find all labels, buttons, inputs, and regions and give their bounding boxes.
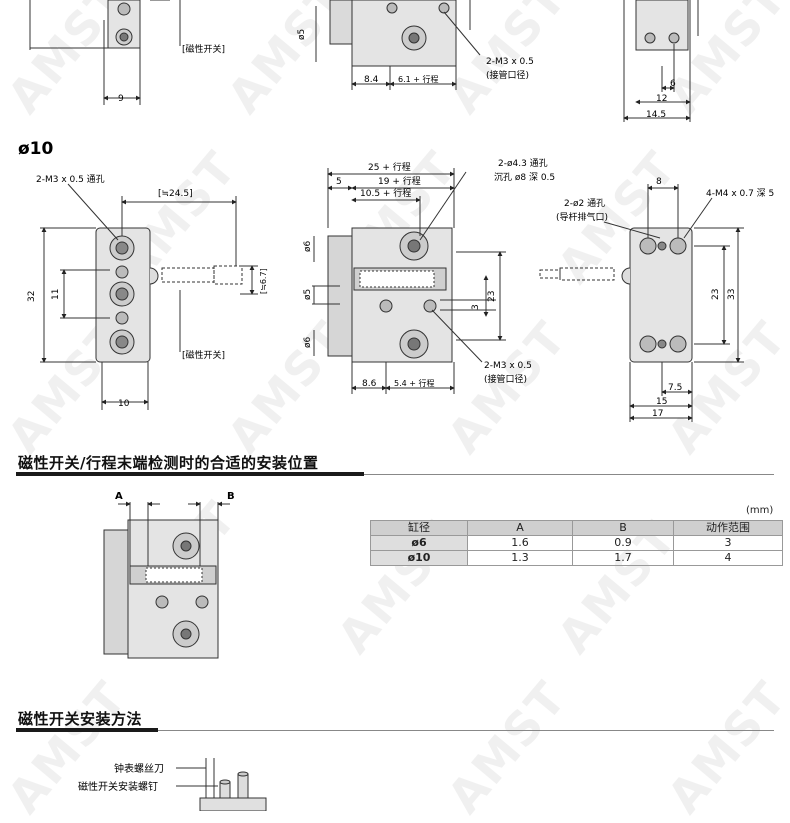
dim-19: 19 + 行程 [378, 175, 421, 187]
port-sub-label: (接管口径) [486, 69, 529, 81]
magnet-switch-label-2: [磁性开关] [182, 349, 225, 361]
dim-33: 33 [727, 289, 737, 300]
th-range: 动作范围 [673, 520, 783, 536]
section-rule [16, 472, 364, 476]
cell: ø10 [370, 550, 468, 566]
section-rule [16, 728, 158, 732]
table-row: ø10 1.3 1.7 4 [370, 550, 783, 566]
th-bore: 缸径 [370, 520, 468, 536]
dim-67: [≒6.7] [259, 268, 268, 294]
unit-label: (mm) [746, 505, 774, 516]
th-a: A [467, 520, 573, 536]
counterbore-label: 沉孔 ø8 深 0.5 [494, 172, 555, 183]
dim-54: 5.4 + 行程 [394, 378, 435, 388]
dim-d6b: ø6 [303, 336, 313, 348]
dim-d6a: ø6 [303, 240, 313, 252]
cell: 1.6 [467, 535, 573, 551]
dim-32: 32 [27, 291, 37, 302]
section-rule-thin [364, 474, 774, 475]
d2-label: 2-ø2 通孔 [564, 198, 605, 209]
cell: 0.9 [572, 535, 674, 551]
top-left-view [29, 0, 181, 105]
section-title-mount-method: 磁性开关安装方法 [18, 710, 143, 728]
section-rule-thin [158, 730, 774, 731]
screwdriver-label: 钟表螺丝刀 [114, 762, 164, 775]
dim-75: 7.5 [668, 383, 682, 393]
dim-d5b: ø5 [303, 289, 313, 300]
dim-15: 15 [656, 397, 667, 407]
cell: 1.3 [467, 550, 573, 566]
dim-17: 17 [652, 409, 663, 419]
table-header-row: 缸径 A B 动作范围 [370, 520, 783, 536]
port-label: 2-M3 x 0.5 [486, 57, 534, 67]
top-mid-view [315, 0, 481, 90]
table-row: ø6 1.6 0.9 3 [370, 535, 783, 551]
magnet-switch-label: [磁性开关] [182, 43, 225, 55]
dim-3: 3 [471, 304, 481, 310]
cell: 3 [673, 535, 783, 551]
dim-86: 8.6 [362, 379, 377, 389]
th-b: B [572, 520, 674, 536]
dim-8: 8 [656, 177, 662, 187]
dim-11: 11 [51, 289, 61, 300]
label-a: A [115, 491, 123, 502]
dim-61: 6.1 + 行程 [398, 74, 439, 84]
phi10-left-note: 2-M3 x 0.5 通孔 [36, 174, 105, 185]
dim-145: 14.5 [646, 110, 666, 120]
dim-12: 12 [656, 94, 667, 104]
m4-label: 4-M4 x 0.7 深 5 [706, 188, 774, 199]
phi10-right-view [539, 184, 744, 422]
label-b: B [227, 491, 235, 502]
mount-method-view [176, 758, 267, 811]
section-title-mount-position: 磁性开关/行程末端检测时的合适的安装位置 [18, 454, 319, 472]
dim-245: [≒24.5] [158, 189, 193, 199]
mount-position-view [103, 501, 230, 659]
phi10-middle-view [312, 168, 506, 394]
top-right-view [623, 0, 699, 122]
dim-25: 25 + 行程 [368, 161, 411, 173]
hole-label: 2-ø4.3 通孔 [498, 158, 548, 169]
cell: 4 [673, 550, 783, 566]
dim-9: 9 [118, 94, 124, 104]
mount-position-table: 缸径 A B 动作范围 ø6 1.6 0.9 3 ø10 1.3 1.7 4 [370, 520, 783, 566]
dim-10: 10 [118, 399, 130, 409]
screw-label: 磁性开关安装螺钉 [78, 780, 158, 793]
bore-title: ø10 [18, 139, 54, 159]
dim-23r: 23 [711, 289, 721, 300]
dim-d5: ø5 [297, 29, 307, 40]
port-sub-label-2: (接管口径) [484, 373, 527, 385]
dim-23: 23 [487, 291, 497, 302]
port-label-2: 2-M3 x 0.5 [484, 361, 532, 371]
cell: ø6 [370, 535, 468, 551]
cell: 1.7 [572, 550, 674, 566]
dim-5: 5 [336, 177, 342, 187]
dim-6: 6 [670, 79, 676, 89]
exhaust-label: (导杆排气口) [556, 211, 608, 223]
dim-105: 10.5 + 行程 [360, 187, 411, 199]
dim-84: 8.4 [364, 75, 379, 85]
phi10-left-view [40, 183, 258, 410]
